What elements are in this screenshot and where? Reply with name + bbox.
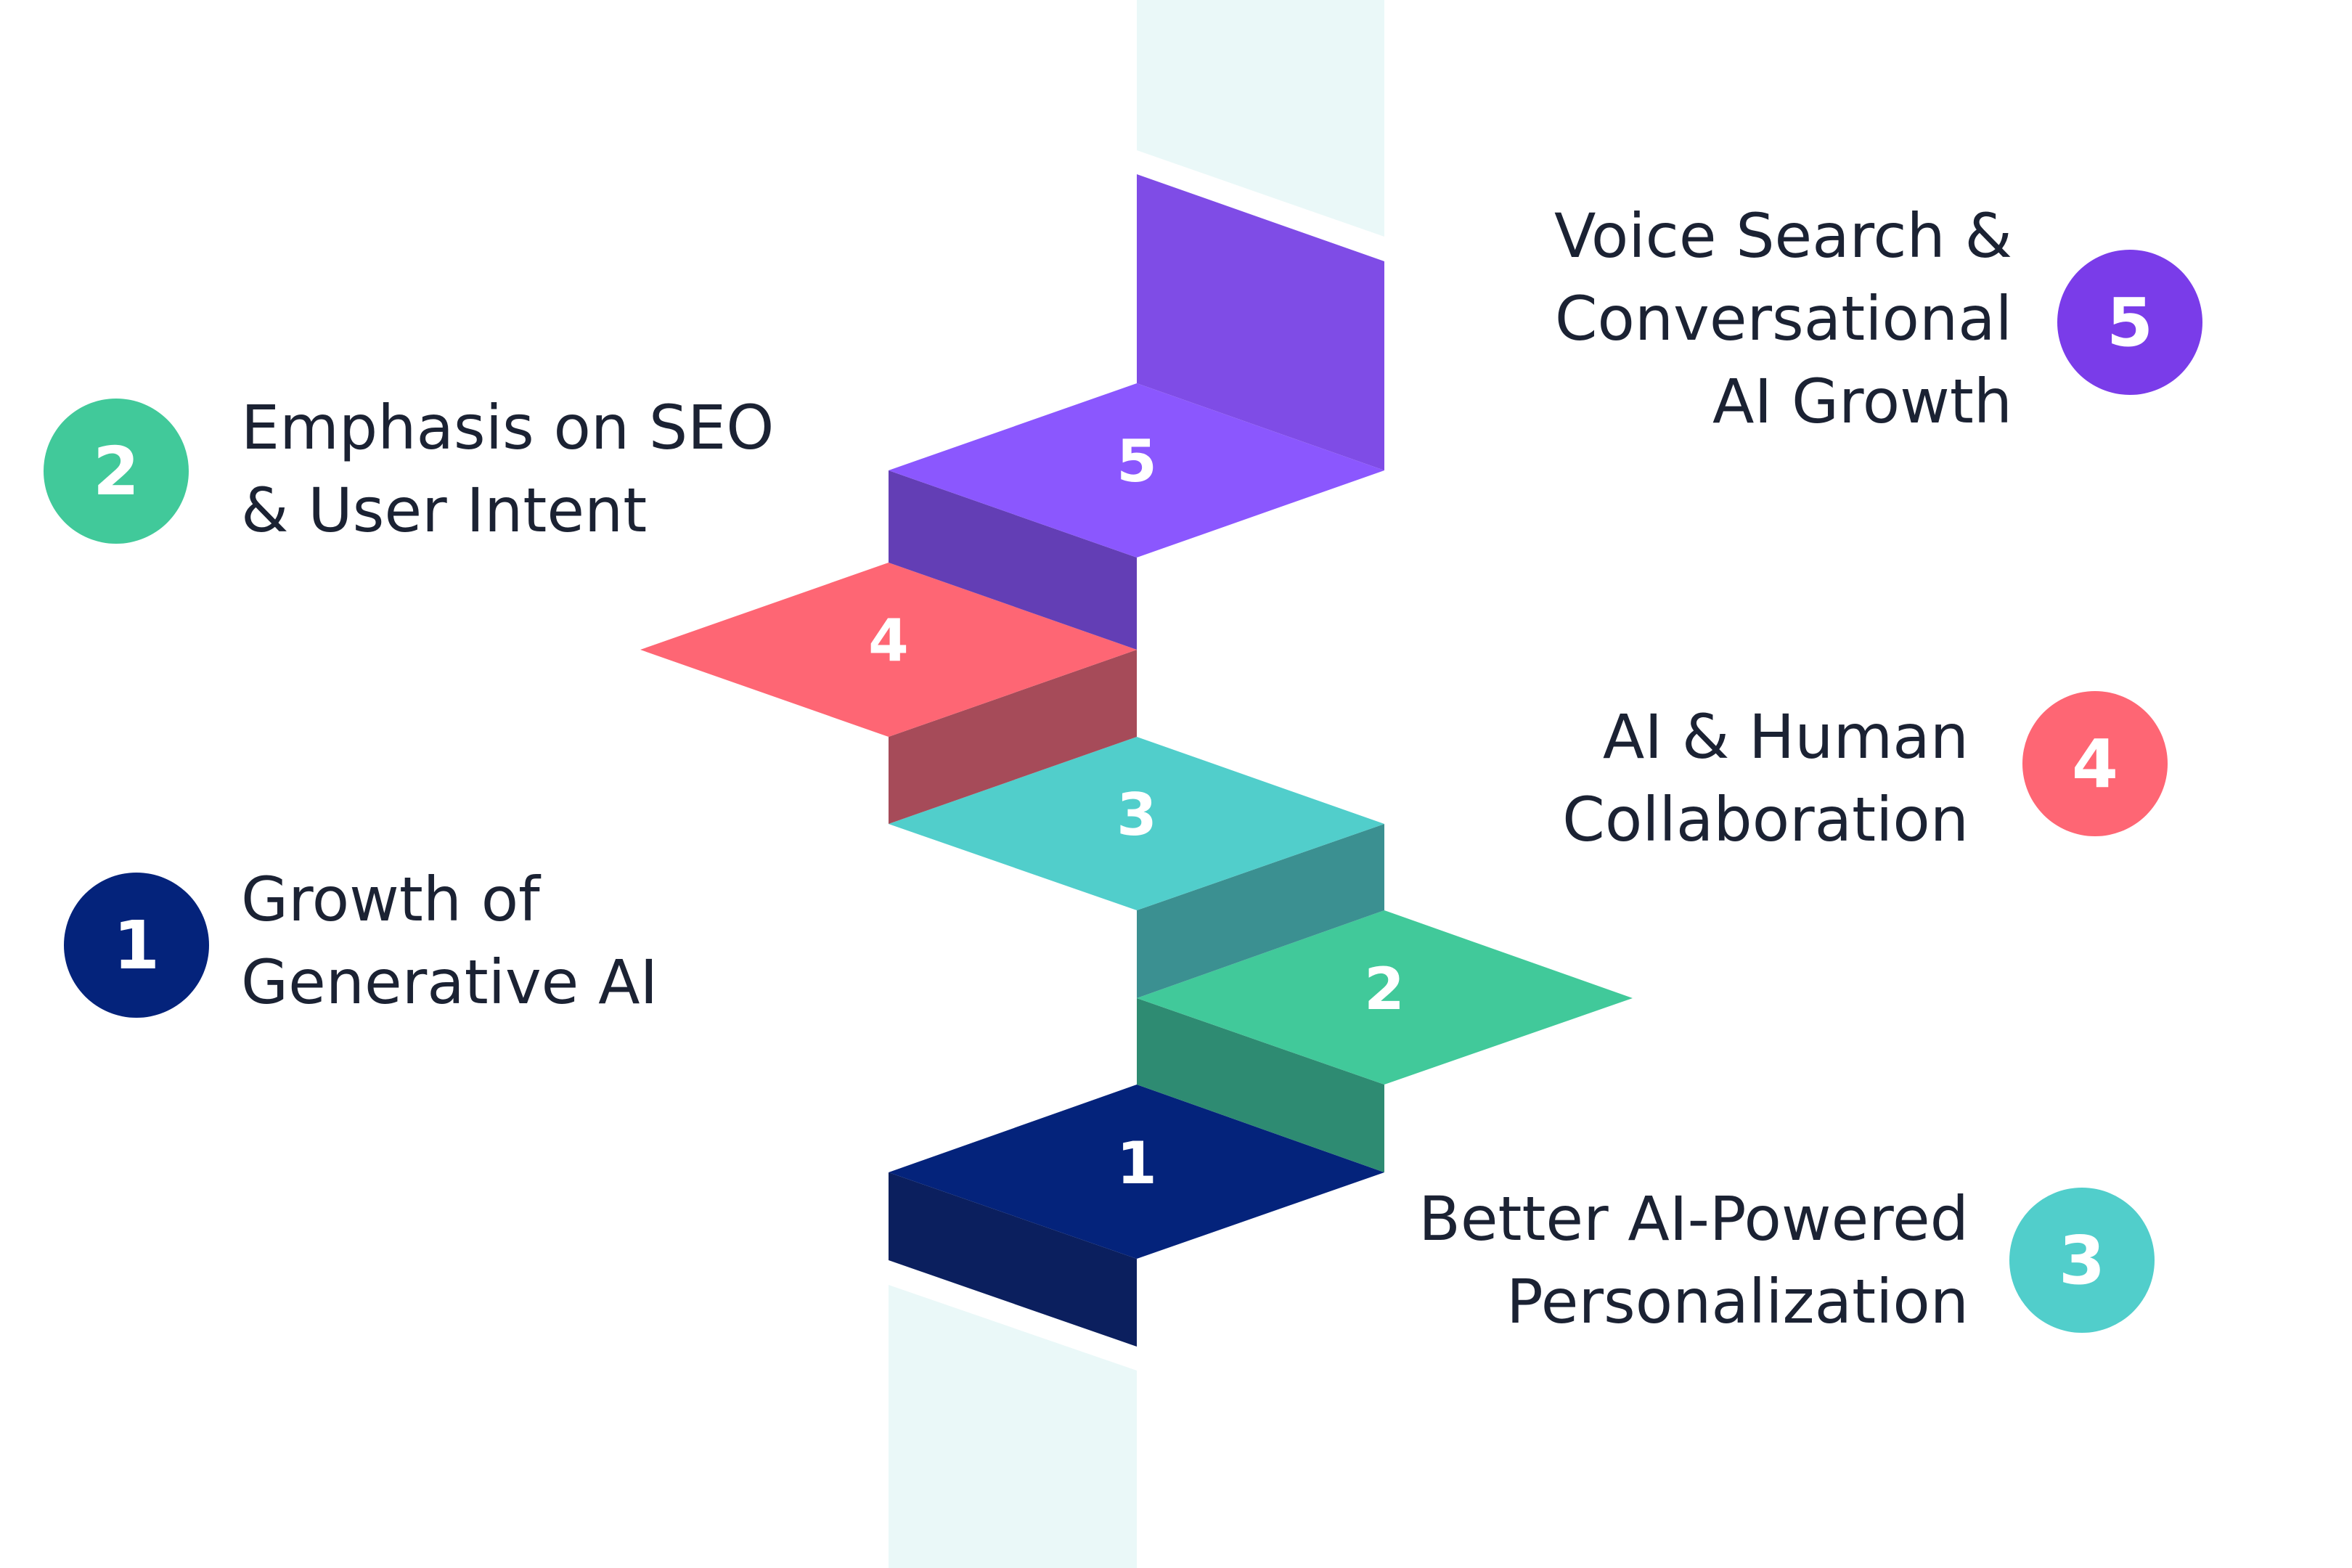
step-1-riser — [889, 1172, 1137, 1347]
step-5-number: 5 — [1116, 428, 1157, 495]
step-5-back-wall — [1137, 174, 1384, 470]
label-line: Voice Search & — [1553, 200, 2012, 271]
label-line: AI & Human — [1602, 701, 1969, 772]
step-3-tread — [889, 737, 1384, 910]
badge-2: 2 — [44, 399, 189, 544]
track-band-bottom — [889, 1285, 1137, 1568]
step-3-riser — [1137, 824, 1384, 998]
step-4-riser — [889, 650, 1137, 824]
step-5-tread — [889, 383, 1384, 558]
label-line: AI Growth — [1712, 366, 2012, 437]
step-3-number: 3 — [1116, 781, 1157, 849]
step-4-number: 4 — [868, 607, 909, 674]
badge-5: 5 — [2057, 250, 2202, 395]
step-2-riser — [1137, 998, 1384, 1172]
label-emphasis-seo: Emphasis on SEO & User Intent — [241, 386, 774, 552]
step-2-tread — [1137, 910, 1633, 1085]
label-line: Conversational — [1554, 283, 2012, 354]
label-line: Personalization — [1506, 1266, 1969, 1337]
step-5-riser — [889, 470, 1137, 650]
label-line: Generative AI — [241, 947, 658, 1018]
label-line: Emphasis on SEO — [241, 392, 775, 463]
badge-1: 1 — [64, 873, 209, 1018]
track-band-top — [1137, 0, 1384, 237]
label-line: Collaboration — [1562, 784, 1969, 855]
label-ai-human-collaboration: AI & Human Collaboration — [1562, 695, 1969, 861]
step-1-tread — [889, 1085, 1384, 1259]
label-line: & User Intent — [241, 475, 648, 546]
label-ai-personalization: Better AI-Powered Personalization — [1418, 1177, 1969, 1343]
badge-4: 4 — [2022, 691, 2168, 836]
label-voice-search: Voice Search & Conversational AI Growth — [1554, 195, 2012, 443]
step-1-number: 1 — [1116, 1130, 1157, 1197]
label-line: Better AI-Powered — [1418, 1183, 1969, 1254]
badge-3: 3 — [2009, 1188, 2155, 1333]
label-line: Growth of — [241, 864, 540, 935]
label-growth-generative-ai: Growth of Generative AI — [241, 858, 658, 1024]
step-2-number: 2 — [1364, 955, 1405, 1023]
